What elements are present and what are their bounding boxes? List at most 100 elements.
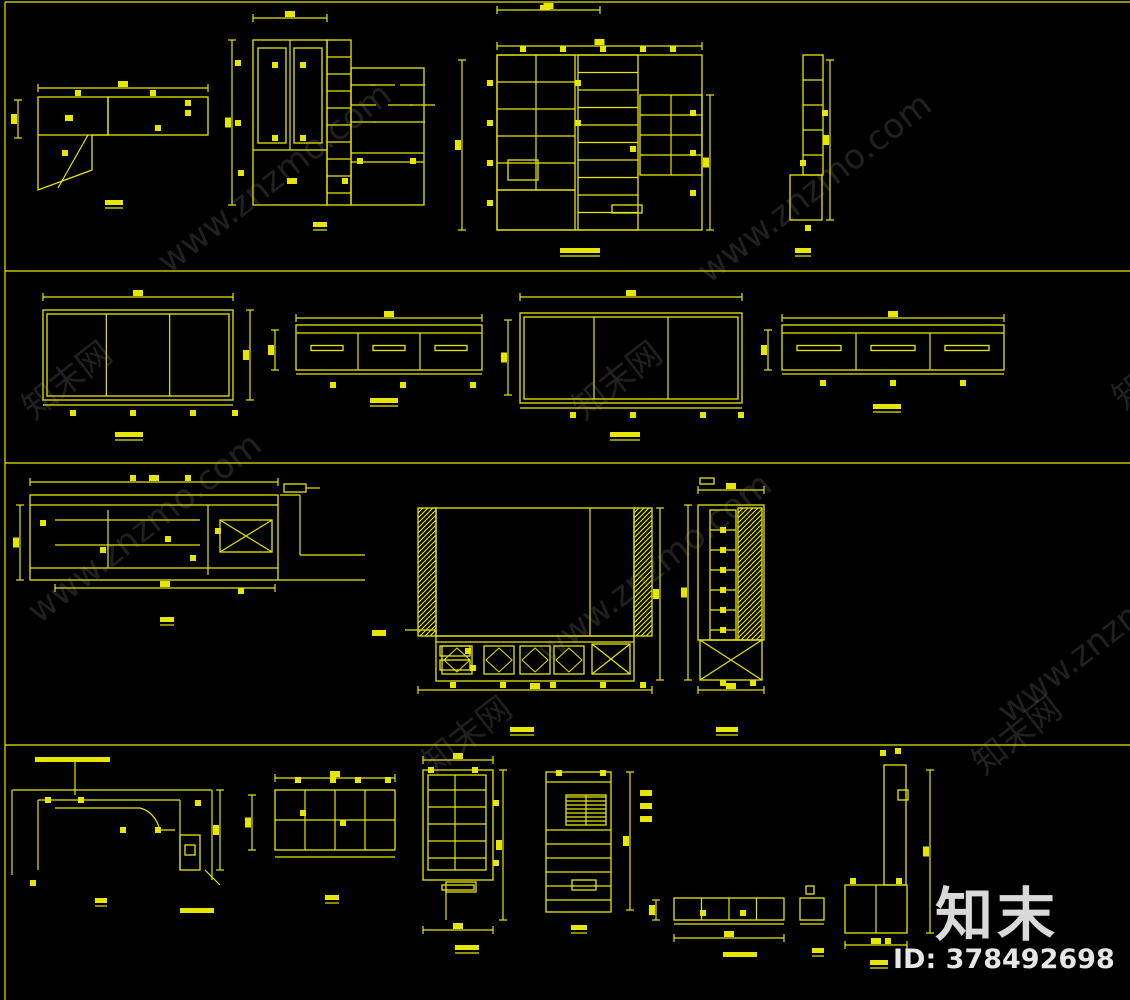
- wine-rack-cell: [591, 643, 631, 675]
- dimension-tag: [470, 382, 476, 388]
- dimension-tag: [78, 797, 84, 803]
- callout-tag: [283, 483, 307, 493]
- cabinet-door: [553, 645, 585, 675]
- inner-frame: [427, 774, 487, 871]
- hatch-stroke: [633, 544, 653, 564]
- dimension-tag: [623, 836, 629, 846]
- hatch-stroke: [737, 578, 763, 604]
- detail: [805, 885, 815, 895]
- dimension-tag: [357, 158, 363, 164]
- dimension-tag: [640, 803, 652, 809]
- drawing-title: [160, 617, 174, 622]
- dimension-tag: [800, 160, 806, 166]
- dimension-tag: [761, 345, 767, 355]
- dimension-tag: [888, 311, 898, 317]
- hatch-stroke: [737, 588, 763, 614]
- hatch-stroke: [737, 518, 763, 544]
- dimension-tag: [295, 777, 301, 783]
- dimension-tag: [726, 683, 736, 689]
- drawing-title: [370, 398, 398, 403]
- dimension-tag: [895, 748, 901, 754]
- bottle-mark: [720, 627, 726, 633]
- drawer: [571, 879, 597, 891]
- brand-logo: 知末: [935, 881, 1060, 949]
- drawing-title: [795, 248, 811, 253]
- dimension-tag: [428, 767, 434, 773]
- door-frame: [523, 316, 739, 400]
- dimension-tag: [70, 410, 76, 416]
- dimension-tag: [235, 120, 241, 126]
- dimension-tag: [750, 680, 756, 686]
- hatch-stroke: [417, 507, 424, 514]
- dimension-tag: [330, 382, 336, 388]
- dimension-tag: [185, 110, 191, 116]
- drawer-pull: [944, 344, 990, 352]
- bottle-mark: [720, 587, 726, 593]
- hatch-stroke: [633, 574, 653, 594]
- hatch-stroke: [755, 633, 763, 641]
- dimension-tag: [540, 5, 550, 10]
- base-section: [789, 174, 823, 221]
- dimension-tag: [890, 380, 896, 386]
- hatch-stroke: [737, 543, 763, 569]
- hatch-stroke: [417, 554, 437, 574]
- diagonal: [591, 643, 631, 675]
- drawer-unit: [781, 324, 1005, 371]
- hatch-stroke: [417, 589, 437, 609]
- dimension-tag: [600, 770, 606, 776]
- dimension-tag: [738, 412, 744, 418]
- dimension-tag: [149, 475, 159, 481]
- dimension-tag: [11, 114, 17, 124]
- dimension-tag: [487, 160, 493, 166]
- dimension-tag: [720, 680, 726, 686]
- glass-diamond: [555, 647, 583, 673]
- desk-curve: [55, 807, 175, 831]
- hatch-stroke: [737, 507, 754, 524]
- dimension-tag: [245, 817, 251, 828]
- hatch-stroke: [633, 584, 653, 604]
- hatch-stroke: [633, 604, 653, 624]
- hatch-stroke: [417, 519, 437, 539]
- hatch-stroke: [635, 619, 653, 637]
- display-niche: [507, 159, 539, 181]
- dimension-tag: [287, 178, 297, 184]
- dimension-tag: [690, 110, 696, 116]
- title-bar: [35, 757, 110, 762]
- drawing-title: [870, 960, 888, 965]
- dimension-tag: [880, 750, 886, 756]
- drawer-pull: [441, 884, 475, 891]
- hatch-stroke: [633, 594, 653, 614]
- dimension-tag: [190, 410, 196, 416]
- dimension-tag: [150, 90, 156, 96]
- hatch-stroke: [417, 579, 437, 599]
- hatch-stroke: [633, 564, 653, 584]
- dimension-tag: [355, 777, 361, 783]
- drawing-title: [873, 404, 901, 409]
- bottle-mark: [720, 527, 726, 533]
- drawer: [439, 659, 471, 671]
- drawing-title: [455, 945, 479, 950]
- hatch-stroke: [633, 569, 653, 589]
- hatch-stroke: [633, 609, 653, 629]
- dimension-tag: [62, 150, 68, 156]
- dimension-tag: [268, 345, 274, 355]
- hatch-stroke: [633, 534, 653, 554]
- wardrobe-front: [519, 312, 743, 404]
- tv-wall-panel: [435, 507, 635, 637]
- dimension-tag: [225, 117, 231, 128]
- dimension-tag: [550, 682, 556, 688]
- dimension-tag: [630, 146, 636, 152]
- hatch-stroke: [417, 524, 437, 544]
- hatch-stroke: [740, 618, 763, 641]
- hatch-stroke: [737, 523, 763, 549]
- dimension-tag: [130, 410, 136, 416]
- hatch-stroke: [633, 507, 645, 519]
- dimension-tag: [726, 483, 736, 489]
- dimension-tag: [300, 135, 306, 141]
- dimension-tag: [238, 588, 244, 594]
- dimension-tag: [30, 880, 36, 886]
- dimension-tag: [690, 190, 696, 196]
- tall-unit: [422, 769, 494, 881]
- drawer-pull: [434, 344, 468, 352]
